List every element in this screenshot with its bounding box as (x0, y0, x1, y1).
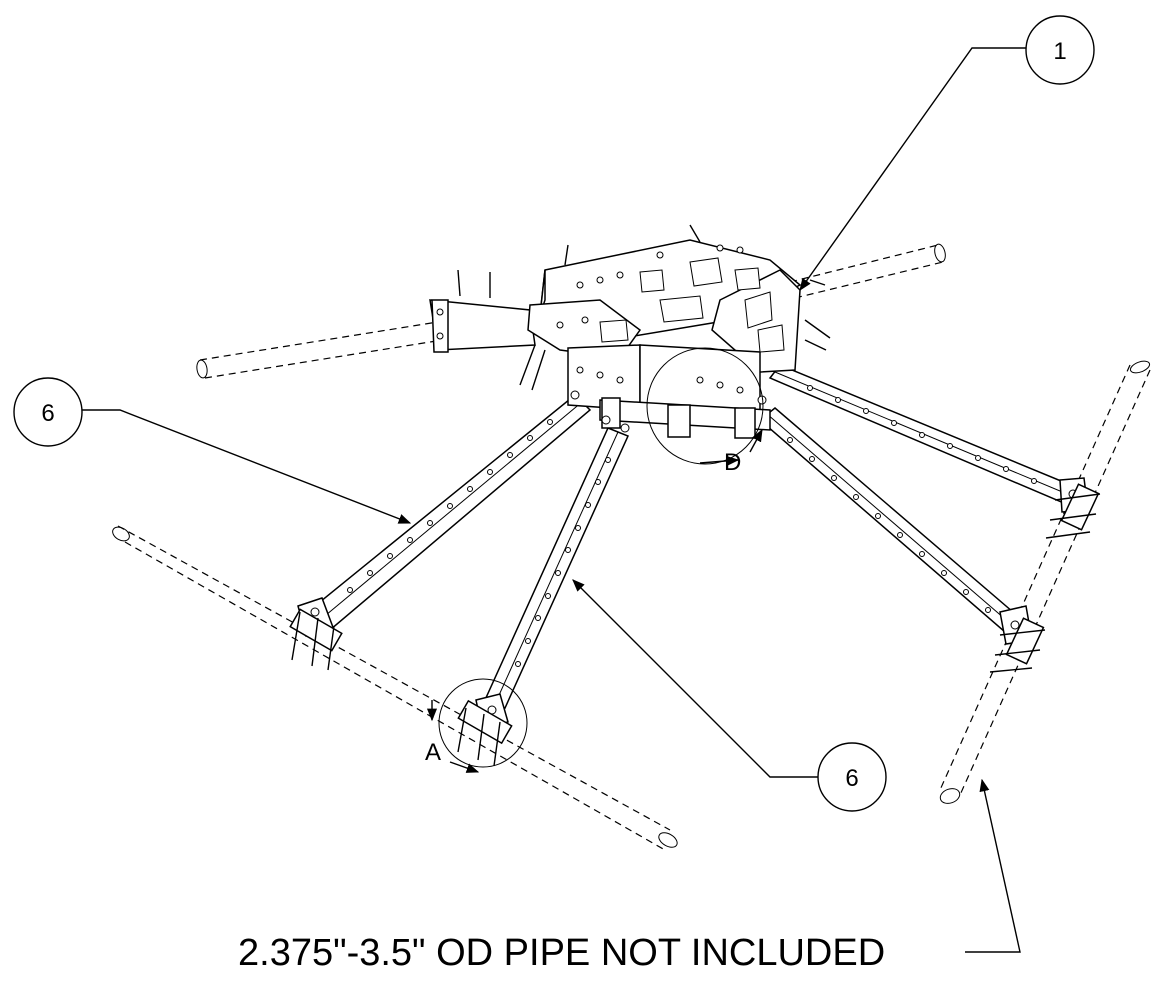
pipe-bottom-left (112, 525, 678, 851)
pipe-top-right (789, 243, 946, 299)
arm-right-upper (768, 364, 1089, 513)
balloon-1-number: 1 (1053, 38, 1066, 65)
balloon-6-left-number: 6 (41, 400, 54, 427)
clamp-center (457, 699, 513, 767)
clamp-left (289, 608, 343, 671)
pipe-note: 2.375"-3.5" OD PIPE NOT INCLUDED (238, 932, 885, 974)
detail-label-a: A (425, 739, 441, 766)
pipe-right (939, 360, 1151, 804)
balloon-6-bottom (572, 579, 887, 812)
arm-right-lower (758, 407, 1033, 645)
clamp-right-lower (989, 617, 1046, 673)
bracket-top-left (429, 269, 536, 353)
balloon-6-bottom-number: 6 (845, 765, 858, 792)
central-hub (519, 224, 831, 439)
pipe-top-left (196, 319, 456, 379)
balloon-6-left (13, 377, 412, 524)
clamp-right-upper (1045, 483, 1101, 539)
balloon-1 (799, 15, 1095, 292)
detail-circle-a (426, 678, 528, 773)
detail-label-d: D (724, 449, 741, 476)
detail-circle-d (646, 347, 764, 466)
pipe-note-leader (965, 778, 1021, 953)
